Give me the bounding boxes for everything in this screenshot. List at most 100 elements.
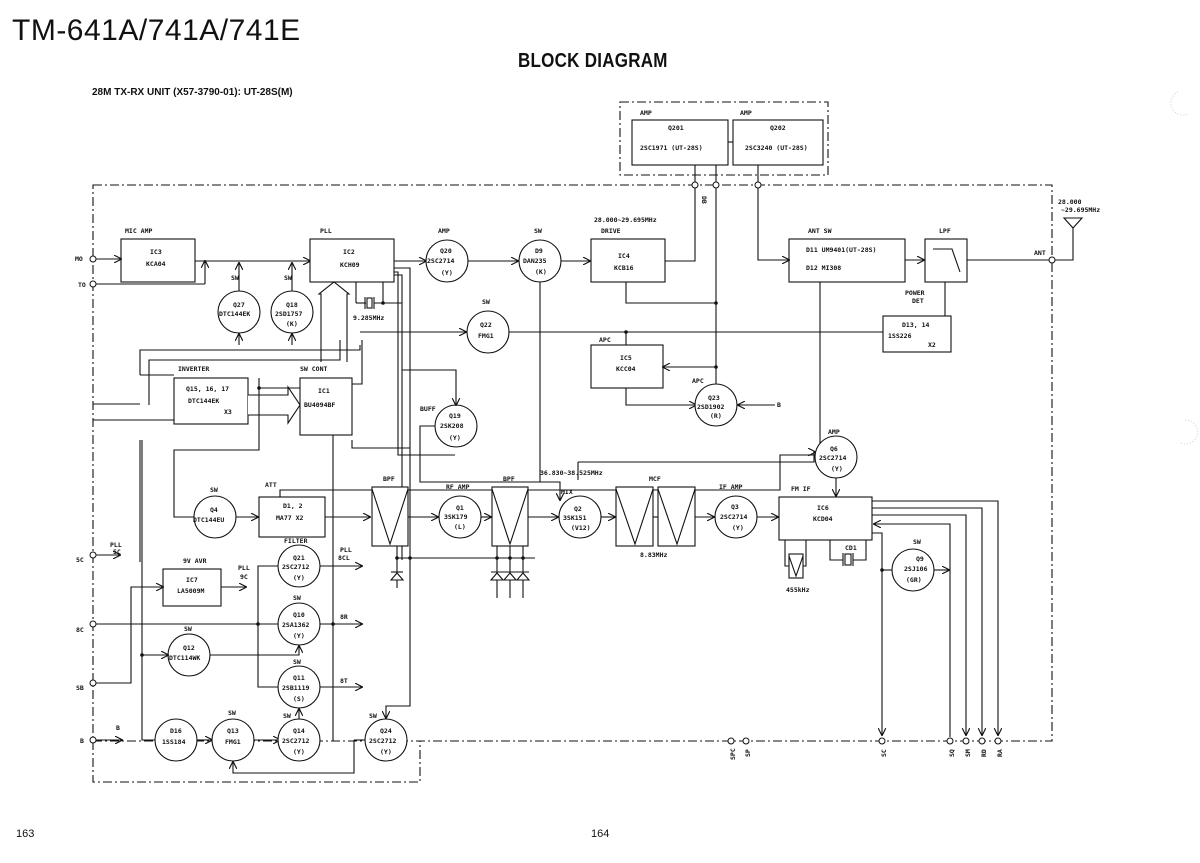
mcf-block: MCF 8.83MHz [615,475,696,559]
q1-rank: (L) [454,523,466,531]
inverter-block: INVERTER Q15, 16, 17 DTC144EK X3 [173,365,249,425]
q11-part: 2SB1119 [282,684,309,692]
terminal-b: B [80,737,84,745]
q21-func: FILTER [284,537,308,545]
d16-ref: D16 [170,727,182,735]
varactor-diodes-icon [489,546,531,598]
q12-func: SW [184,625,192,633]
q23-block: APC Q23 2SD1902 (R) [692,377,738,427]
q201-func: AMP [640,109,652,117]
bus-arrow-ic1 [248,385,301,425]
ic1-part: BU4094BF [304,401,335,409]
db-label: DB [700,196,708,204]
q1-part: 3SK179 [444,513,468,521]
att-part: MA77 X2 [276,514,303,522]
q10-block: SW Q10 2SA1362 (Y) [277,594,321,646]
q3-block: IF AMP Q3 2SC2714 (Y) [714,483,758,539]
terminal-sq: SQ [948,749,956,757]
inverter-part: DTC144EK [188,397,219,405]
d9-func: SW [534,227,542,235]
terminal-sc: SC [880,749,888,757]
page-number-left: 163 [16,828,35,840]
unit-title: 28M TX-RX UNIT (X57-3790-01): UT-28S(M) [92,87,293,98]
ic2-block: PLL IC2 KCH09 [309,227,395,283]
q6-block: AMP Q6 2SC2714 (Y) [814,428,858,479]
d16-block: D16 1SS184 [154,718,198,762]
final-amp-module [619,101,829,176]
q6-part: 2SC2714 [819,454,846,462]
left-terminals: MO TO 5C 8C SB B [75,255,97,745]
d9-block: SW D9 DAN235 (K) [518,227,562,283]
ic5-func: APC [599,336,611,344]
q202-part: 2SC3240 (UT-28S) [745,144,808,152]
q2-func: MIX [561,488,573,496]
unit-boundary [92,184,1053,742]
pll-8cl-label-2: 8CL [338,554,350,562]
mcf-freq: 8.83MHz [640,551,667,559]
q3-func: IF AMP [719,483,743,491]
att-block: ATT D1, 2 MA77 X2 [258,481,326,538]
q22-ref: Q22 [480,321,492,329]
q18-part: 2SD1757 [275,310,302,318]
q9-ref: Q9 [916,555,924,563]
q19-part: 2SK208 [440,422,464,430]
out-8r-label: 8R [340,613,348,621]
xtal-freq: 9.285MHz [353,314,384,322]
q201-block: AMP Q201 2SC1971 (UT-28S) [631,109,729,166]
powerdet-ref: D13, 14 [902,321,929,329]
q19-block: BUFF Q19 2SK208 (Y) [420,404,478,448]
q6-rank: (Y) [831,465,843,473]
q14-ref: Q14 [293,727,305,735]
ic6-func: FM IF [791,485,811,493]
q14-block: SW Q14 2SC2712 (Y) [277,712,321,762]
pll-5c-label-1: PLL [110,541,122,549]
att-ref: D1, 2 [283,502,303,510]
q3-part: 2SC2714 [720,513,747,521]
ic3-part: KCA04 [146,260,166,268]
q22-func: SW [482,298,490,306]
q13-func: SW [228,709,236,717]
d9-ref: D9 [535,247,543,255]
q202-ref: Q202 [770,124,786,132]
q12-ref: Q12 [183,644,195,652]
ic7-block: 9V AVR IC7 LA5009M [162,557,222,607]
terminal-sm: SM [964,749,972,757]
q11-func: SW [293,658,301,666]
cd1-ref: CD1 [845,544,857,552]
ic1-block: SW CONT IC1 BU4094BF [299,365,353,436]
q4-ref: Q4 [210,506,218,514]
q18-rank: (K) [286,320,298,328]
cf-freq: 455kHz [786,586,810,594]
ic4-ref: IC4 [618,252,630,260]
ic3-func: MIC AMP [125,227,152,235]
ic7-func: 9V AVR [183,557,207,565]
q2-part: 3SK151 [563,514,587,522]
terminal-5c: 5C [76,556,84,564]
lpf-func: LPF [939,227,951,235]
pll-8cl-label-1: PLL [340,546,352,554]
antsw-func: ANT SW [808,227,832,235]
q27-part: DTC144EK [219,310,250,318]
scan-mark [1178,419,1199,445]
ic5-block: APC IC5 KCC04 [590,336,664,389]
terminal-8c: 8C [76,626,84,634]
q3-rank: (Y) [732,524,744,532]
q12-block: SW Q12 DTC114WK [167,625,211,677]
q14-rank: (Y) [293,748,305,756]
antsw-block: ANT SW D11 UM9401(UT-28S) D12 MI308 [788,227,906,283]
q18-func: SW [284,274,292,282]
q201-part: 2SC1971 (UT-28S) [640,144,703,152]
ant-freq-2: ~29.695MHz [1061,206,1100,214]
q9-part: 2SJ106 [904,565,928,573]
lpf-block: LPF [924,227,968,283]
q1-ref: Q1 [456,504,464,512]
bpf2-func: BPF [503,475,515,483]
q13-ref: Q13 [227,727,239,735]
powerdet-func1: POWER [905,289,925,297]
antsw-line1: D11 UM9401(UT-28S) [806,246,876,254]
q27-ref: Q27 [233,301,245,309]
q22-block: SW Q22 FMG1 [466,298,510,354]
q24-part: 2SC2712 [369,737,396,745]
model-title: TM-641A/741A/741E [12,14,301,47]
